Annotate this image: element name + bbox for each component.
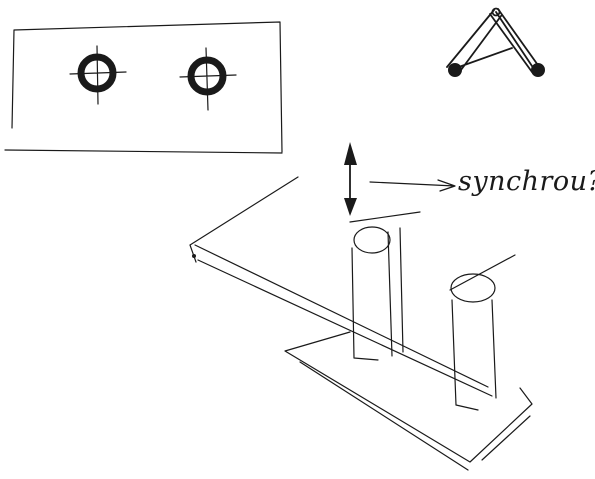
hole-right xyxy=(179,47,237,111)
plate-front-view xyxy=(4,21,283,154)
base-plate xyxy=(284,331,533,471)
pointer-arrow xyxy=(369,179,456,192)
linkage-sketch xyxy=(446,7,545,77)
column-right xyxy=(449,254,516,411)
top-plate xyxy=(189,176,493,397)
plate-outline xyxy=(4,21,283,154)
vertical-motion-arrow xyxy=(344,142,357,216)
hole-left xyxy=(69,45,127,105)
column-left xyxy=(349,211,421,361)
annotation-label: synchrou? xyxy=(458,166,595,197)
